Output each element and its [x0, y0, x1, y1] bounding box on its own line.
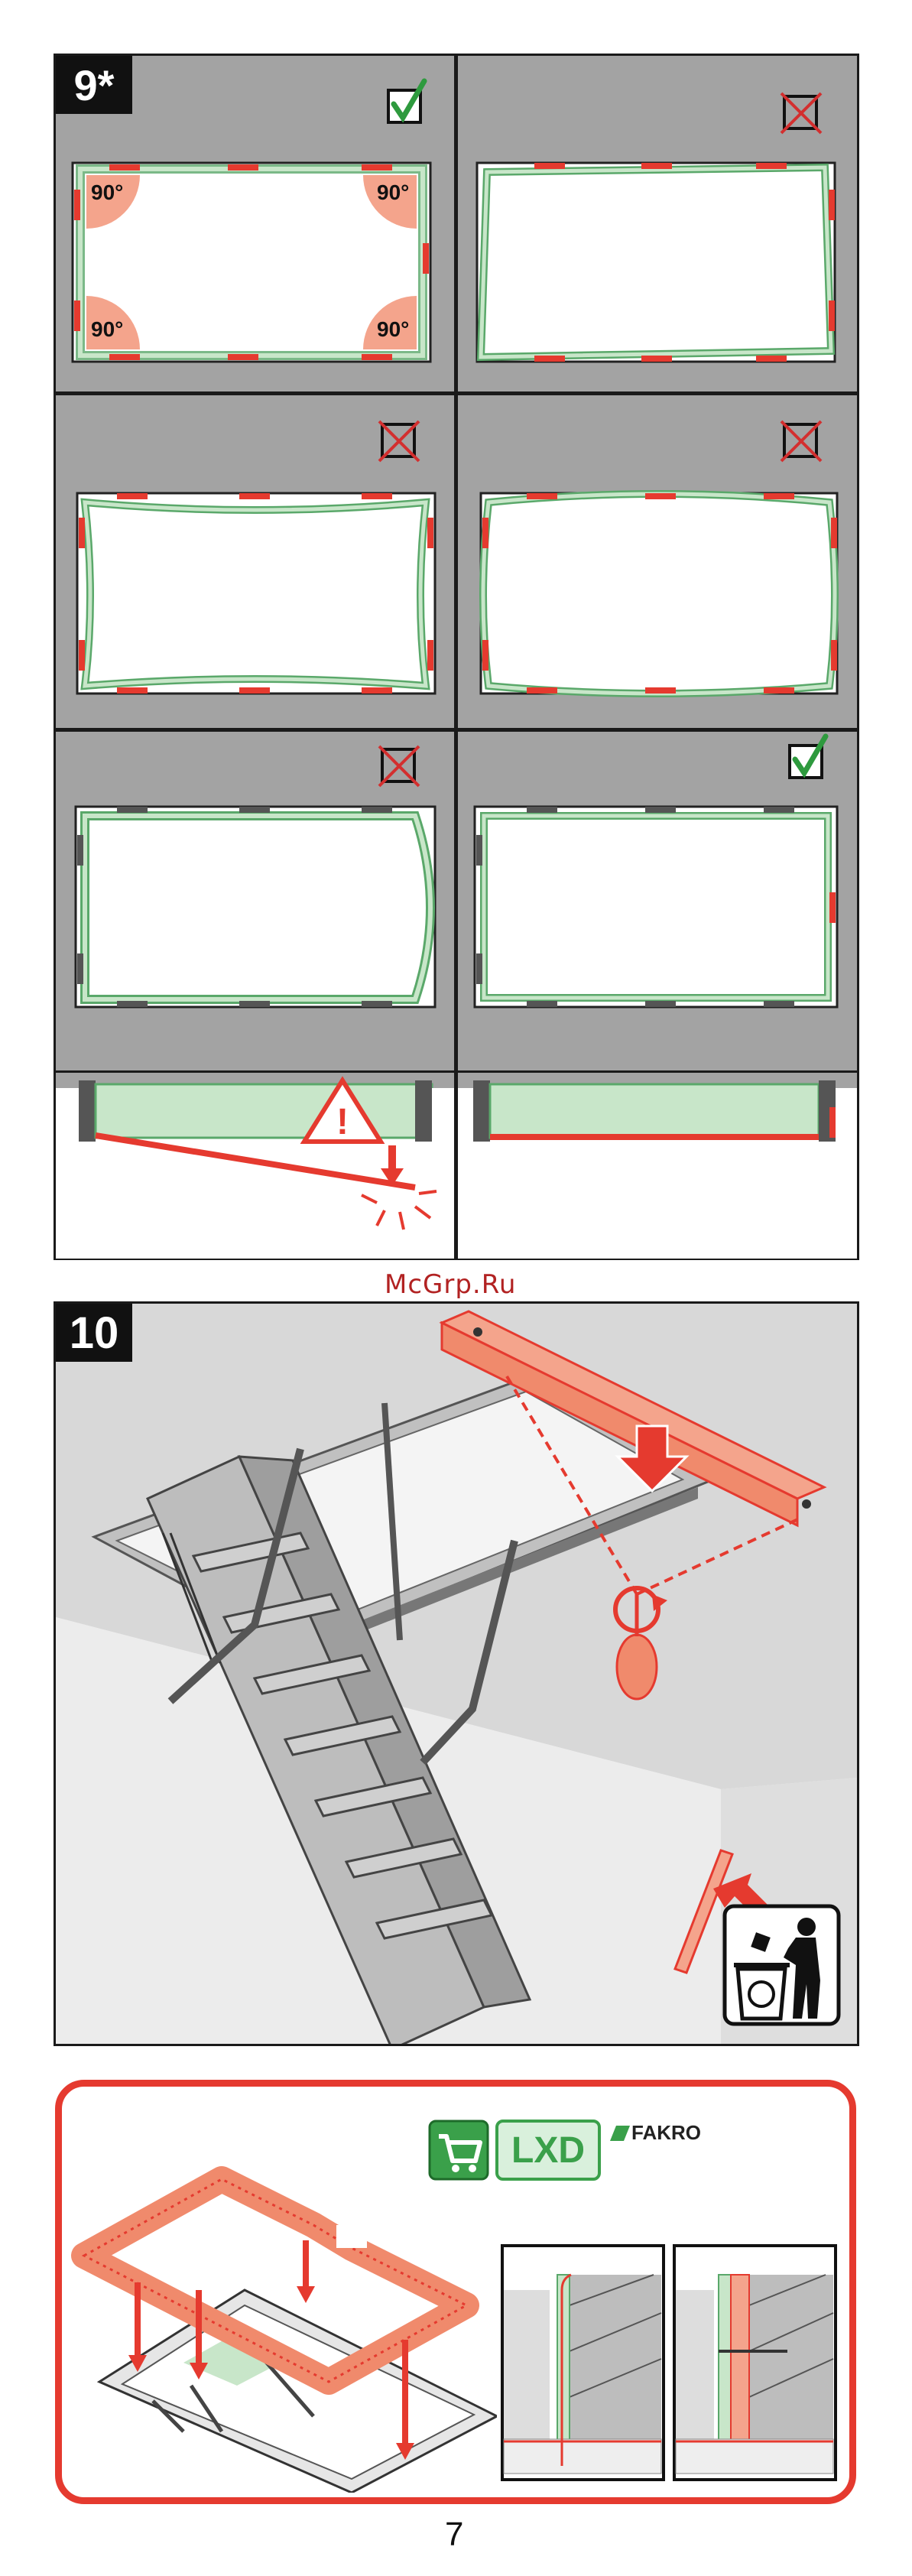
brand-logo: FAKRO [610, 2121, 701, 2145]
angle-label-top-left: 90° [91, 180, 123, 204]
cross-mark-icon [778, 411, 826, 464]
product-code-badge: LXD [495, 2120, 601, 2181]
detail-before [501, 2244, 665, 2481]
detail-after [673, 2244, 837, 2481]
brand-mark-icon [610, 2126, 630, 2141]
brand-name: FAKRO [631, 2121, 701, 2145]
angle-label-bottom-left: 90° [91, 317, 123, 341]
angle-label-bottom-right: 90° [377, 317, 409, 341]
page-number: 7 [445, 2516, 463, 2554]
cross-mark-icon [778, 83, 826, 136]
warning-symbol: ! [336, 1102, 349, 1142]
trash-bin-icon [722, 1904, 841, 2026]
insulation-kit-illustration [69, 2110, 497, 2493]
angle-label-top-right: 90° [377, 180, 409, 204]
check-mark-icon [385, 76, 430, 130]
step10-badge: 10 [56, 1304, 132, 1362]
product-code: LXD [511, 2129, 585, 2172]
watermark: McGrp.Ru [385, 1269, 516, 1300]
straight-cross-section [458, 1073, 857, 1259]
cross-mark-icon [376, 411, 424, 464]
sag-cross-section: ! [56, 1073, 454, 1259]
cross-mark-icon [376, 736, 424, 789]
check-mark-icon [786, 732, 832, 785]
